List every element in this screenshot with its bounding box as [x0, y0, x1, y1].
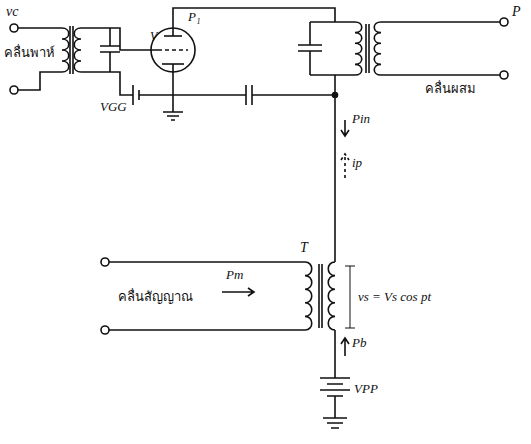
transformer-core: [319, 264, 322, 328]
grid-circuit: [81, 28, 158, 95]
coil-winding: [355, 22, 362, 75]
tube-label: V: [150, 30, 157, 44]
current-label: ip: [352, 156, 362, 171]
supply-wire: [334, 75, 336, 262]
terminal: [500, 18, 508, 26]
tank-capacitor: [298, 22, 355, 75]
coil-winding: [328, 262, 335, 330]
input-core: [70, 26, 73, 74]
signal-wire: [109, 262, 305, 330]
coil-winding: [74, 28, 81, 72]
terminal: [101, 258, 109, 266]
signal-label: คลื่นสัญญาณ: [118, 290, 193, 305]
terminal-label: P: [512, 4, 521, 20]
voltage-bracket: [345, 266, 355, 328]
bypass-capacitor: [246, 85, 335, 105]
output-label: คลื่นผสม: [425, 82, 476, 97]
tube-grid: [158, 49, 188, 51]
voltage-label: vs = Vs cos pt: [358, 290, 431, 305]
plate-battery: [320, 330, 350, 428]
cathode-ground: [139, 64, 246, 120]
terminal: [500, 71, 508, 79]
output-wire: [381, 22, 500, 75]
power-label: Pm: [226, 268, 243, 283]
battery-label: VPP: [354, 382, 378, 397]
transformer-label: T: [300, 240, 308, 256]
terminal-label: vc: [6, 4, 18, 20]
power-arrow: [222, 288, 254, 296]
power-label: Pin: [352, 112, 370, 127]
output-core: [366, 24, 369, 73]
terminal: [101, 326, 109, 334]
terminal: [10, 24, 18, 32]
power-label: Pb: [352, 336, 366, 351]
current-arrow: [341, 154, 349, 178]
coil-winding: [305, 262, 312, 330]
input-label: คลื่นพาห์: [4, 46, 55, 61]
battery-label: VGG: [100, 100, 127, 115]
plate-label: P₁: [188, 10, 200, 25]
coil-winding: [374, 22, 381, 75]
grid-battery: [133, 85, 139, 105]
power-arrow: [341, 120, 349, 136]
coils: [62, 22, 381, 330]
power-arrow: [341, 338, 349, 356]
coil-winding: [62, 28, 69, 72]
terminal: [10, 86, 18, 94]
